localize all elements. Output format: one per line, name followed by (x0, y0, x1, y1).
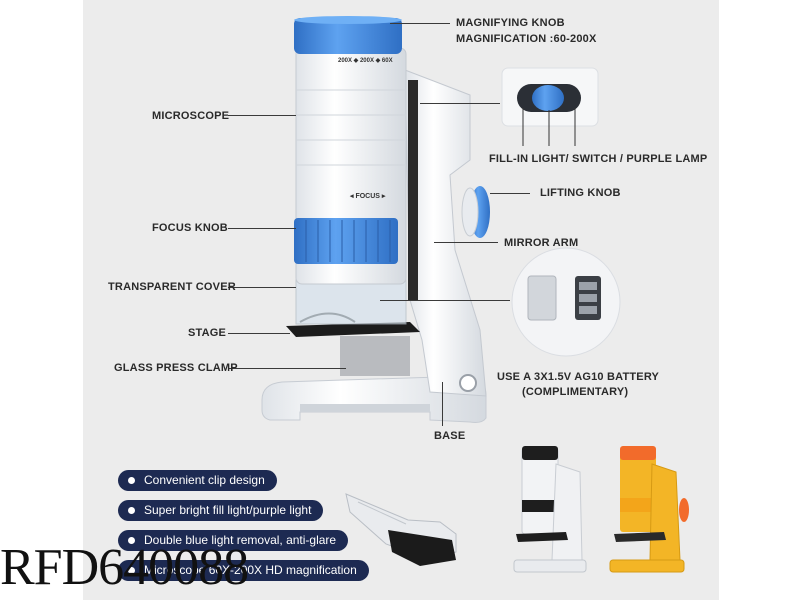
leader-lifting-knob (490, 193, 530, 194)
variant-black-microscope (513, 446, 587, 573)
label-mirror-arm: MIRROR ARM (504, 237, 579, 249)
leader-glass-press-clamp (228, 368, 346, 369)
focus-marking: ◂ FOCUS ▸ (349, 193, 386, 200)
leader-base (442, 382, 443, 426)
bullet-icon (128, 507, 135, 514)
leader-mirror-arm (434, 242, 498, 243)
leader-fill-light (420, 103, 500, 104)
bullet-icon (128, 477, 135, 484)
feature-pill: Double blue light removal, anti-glare (118, 530, 349, 551)
lifting-knob (461, 186, 490, 238)
feature-pill: Microscope 60X-200X HD magnification (118, 560, 369, 581)
leader-microscope (228, 115, 296, 116)
feature-pill: Super bright fill light/purple light (118, 500, 324, 521)
label-fill-in-light: FILL-IN LIGHT/ SWITCH / PURPLE LAMP (489, 153, 708, 165)
label-transparent-cover: TRANSPARENT COVER (108, 281, 236, 293)
leader-battery (380, 300, 510, 301)
leader-stage (228, 333, 290, 334)
label-base: BASE (434, 430, 466, 442)
label-battery: USE A 3X1.5V AG10 BATTERY (497, 371, 660, 383)
zoom-marking: 200X ◆ 200X ◆ 60X (338, 57, 393, 64)
battery-inset (511, 247, 621, 357)
bullet-icon (128, 537, 135, 544)
microscope-arm (404, 69, 487, 397)
label-magnification: MAGNIFICATION :60-200X (456, 33, 597, 45)
label-glass-press-clamp: GLASS PRESS CLAMP (114, 362, 238, 374)
label-magnifying-knob: MAGNIFYING KNOB (456, 17, 565, 29)
fill-light-inset (501, 67, 599, 146)
phone-clip (345, 493, 457, 566)
label-microscope: MICROSCOPE (152, 110, 230, 122)
label-focus-knob: FOCUS KNOB (152, 222, 228, 234)
feature-text: Super bright fill light/purple light (144, 503, 312, 517)
bullet-icon (128, 567, 135, 574)
feature-text: Microscope 60X-200X HD magnification (144, 563, 357, 577)
leader-transparent-cover (228, 287, 296, 288)
feature-pill: Convenient clip design (118, 470, 277, 491)
variant-yellow-microscope (609, 446, 689, 573)
watermark-code: RFD640088 (0, 539, 249, 596)
feature-text: Double blue light removal, anti-glare (144, 533, 337, 547)
transparent-cover (295, 279, 407, 325)
label-lifting-knob: LIFTING KNOB (540, 187, 621, 199)
label-complimentary: (COMPLIMENTARY) (522, 386, 629, 398)
label-stage: STAGE (188, 327, 227, 339)
microscope-tube (294, 16, 407, 285)
leader-magnifying-knob (390, 23, 450, 24)
feature-text: Convenient clip design (144, 473, 265, 487)
leader-focus-knob (228, 228, 296, 229)
